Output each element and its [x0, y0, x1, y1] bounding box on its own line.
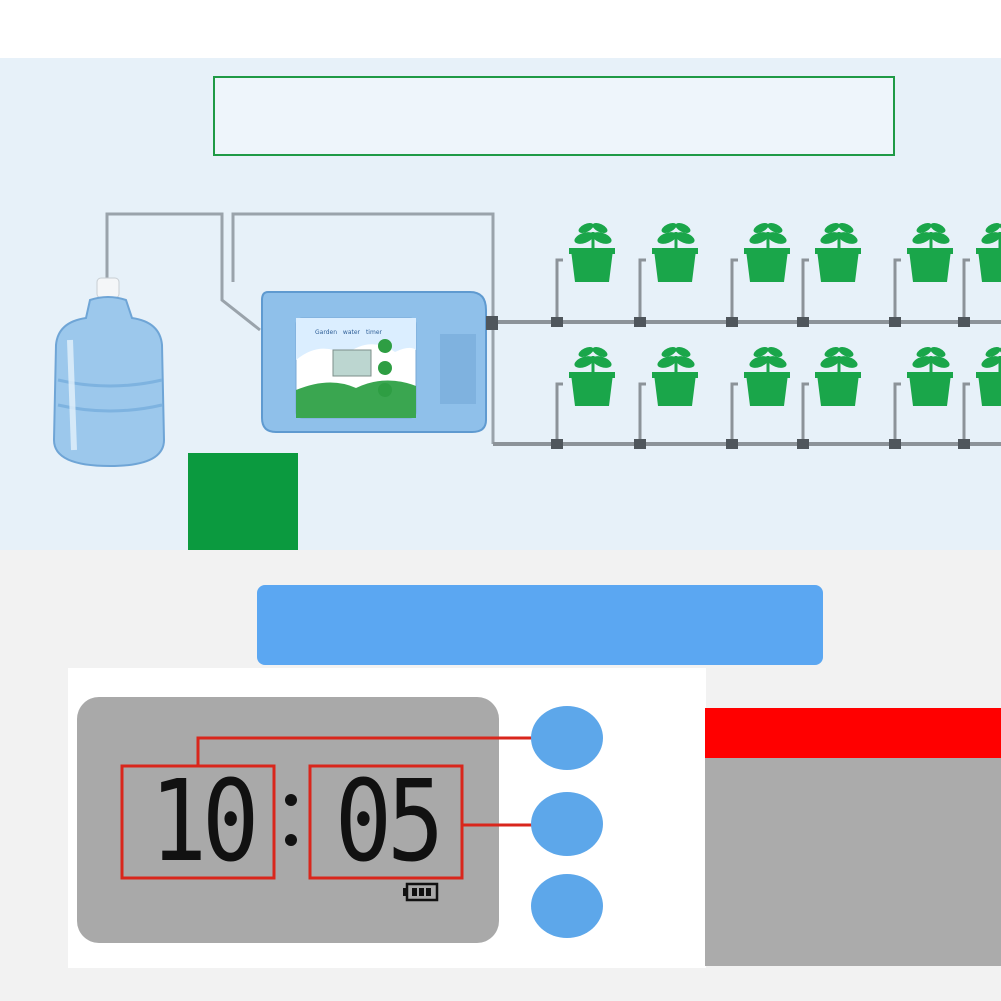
- title-box: [213, 76, 895, 156]
- plant-pot-icon: [634, 223, 698, 327]
- info-banner: [257, 585, 823, 665]
- lcd-hours: 10: [149, 757, 260, 887]
- plant-pot-icon: [797, 223, 861, 327]
- drip-lines: [493, 320, 1001, 446]
- supply-tubes: [105, 212, 495, 444]
- plant-rows: [551, 223, 1001, 449]
- green-label-block: [188, 453, 298, 550]
- plant-pot-icon: [889, 347, 953, 449]
- timer-device-icon: [261, 291, 487, 433]
- timer-button-bottom[interactable]: [531, 874, 603, 938]
- water-bottle-icon: [52, 277, 166, 468]
- plant-pot-icon: [551, 223, 615, 327]
- timer-button-middle[interactable]: [531, 792, 603, 856]
- plant-pot-icon: [634, 347, 698, 449]
- minutes-highlight-box: [308, 764, 464, 880]
- timer-button-top[interactable]: [531, 706, 603, 770]
- lcd-minutes: 05: [334, 757, 445, 887]
- colon-dot-bottom: [285, 834, 297, 846]
- plant-pot-icon: [889, 223, 953, 327]
- plant-pot-icon: [958, 223, 1001, 327]
- battery-icon: [403, 882, 439, 902]
- hours-leader-line: [196, 736, 532, 766]
- irrigation-diagram: Garden water timer: [52, 212, 1001, 468]
- right-card-header: [705, 708, 1001, 758]
- plant-pot-icon: [726, 223, 790, 327]
- colon-dot-top: [285, 794, 297, 806]
- plant-pot-icon: [958, 347, 1001, 449]
- plant-pot-icon: [726, 347, 790, 449]
- top-band: [0, 0, 1001, 58]
- pipe-connector: [486, 316, 498, 330]
- plant-pot-icon: [797, 347, 861, 449]
- timer-device-label: Garden water timer: [315, 329, 383, 336]
- plant-pot-icon: [551, 347, 615, 449]
